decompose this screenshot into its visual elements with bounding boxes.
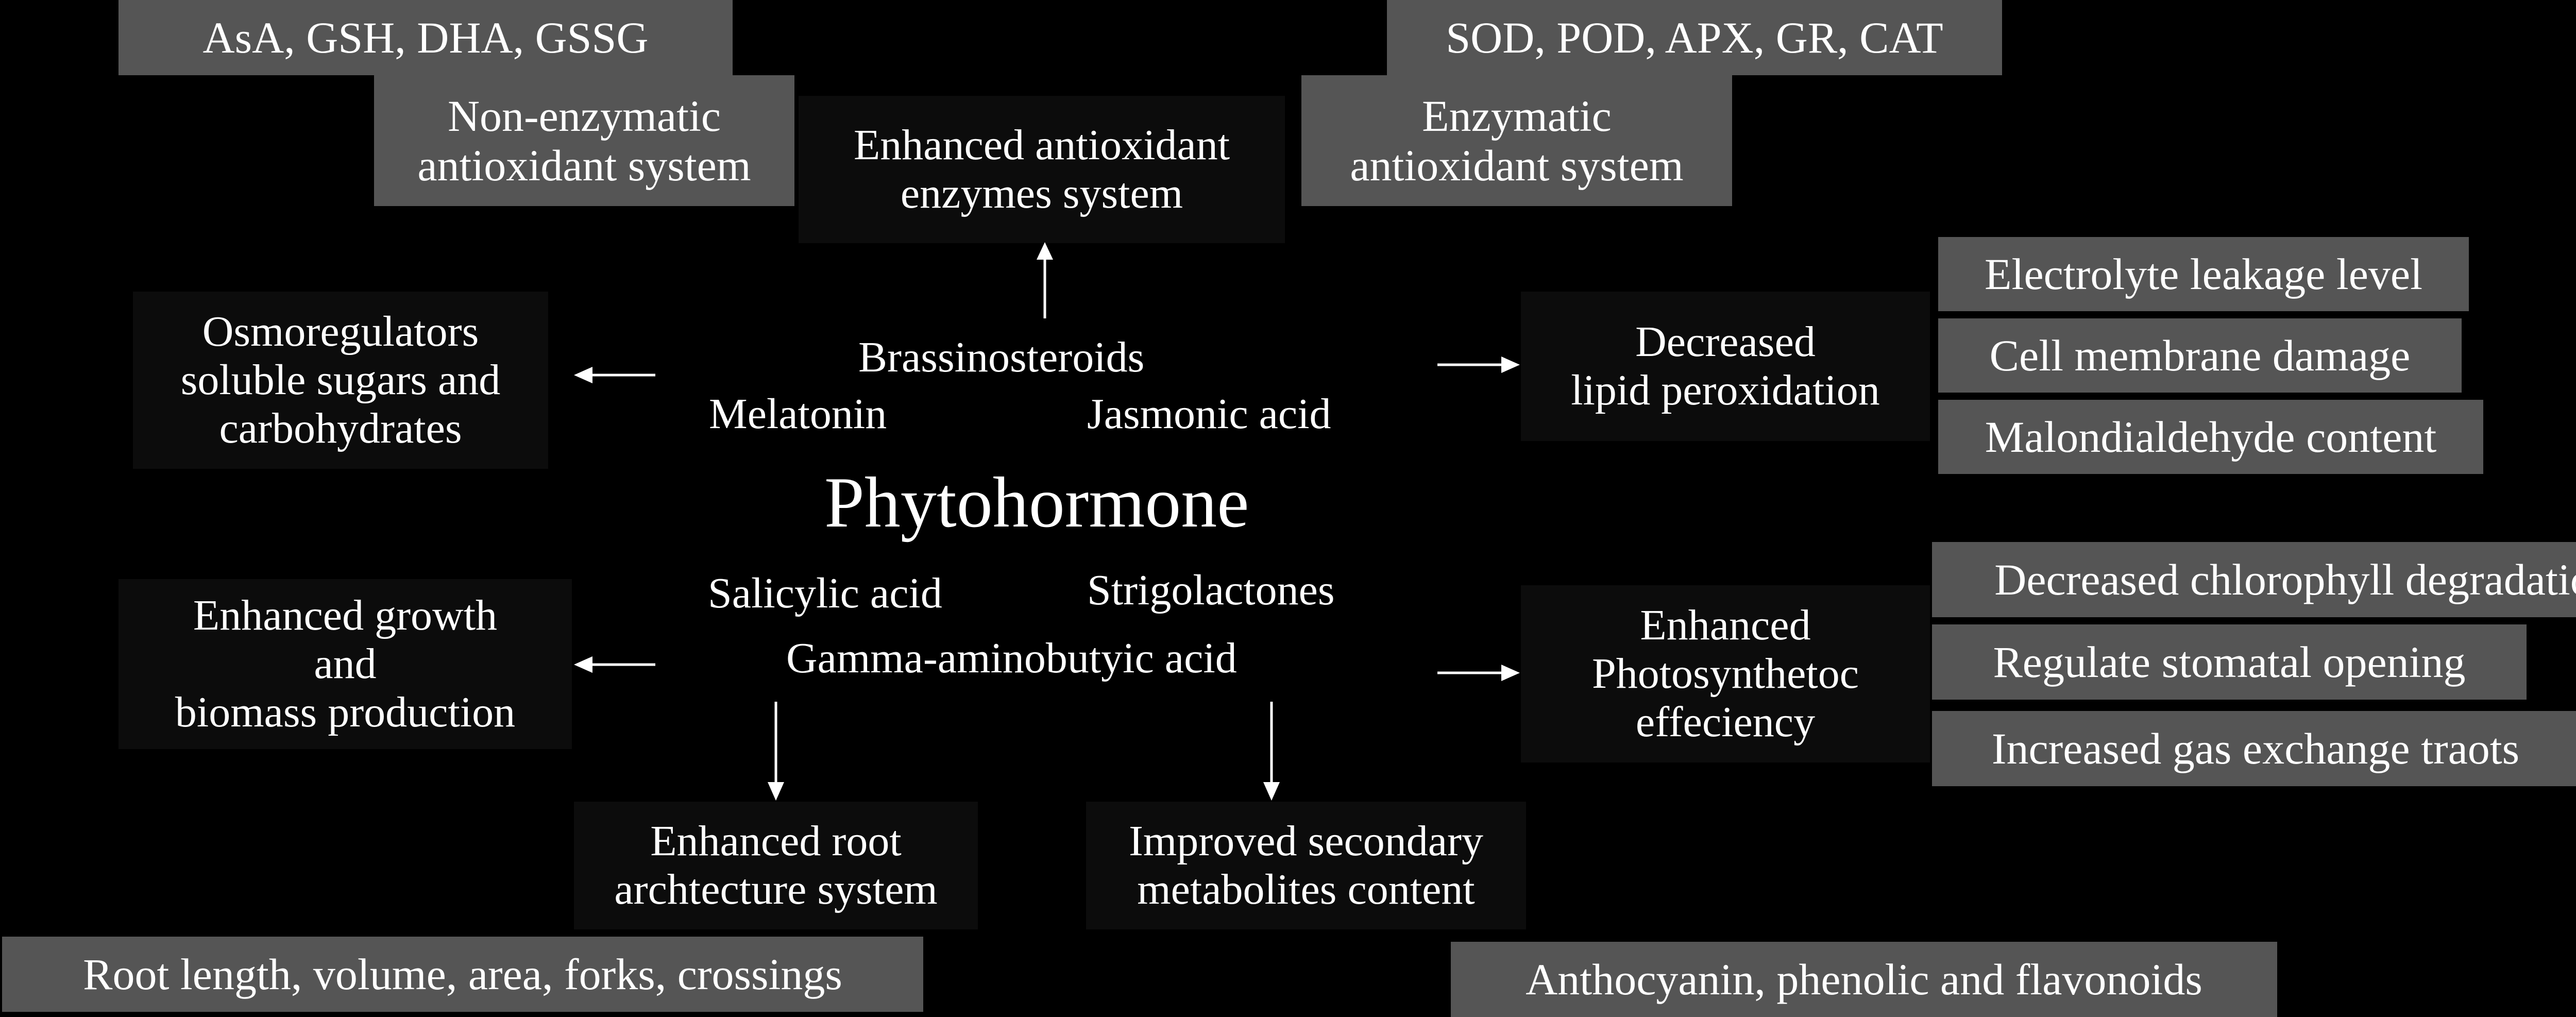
non-enzymatic-markers-box: AsA, GSH, DHA, GSSG bbox=[118, 0, 733, 75]
growth-biomass-box: Enhanced growth and biomass production bbox=[118, 579, 572, 749]
arrow-right-to-lipid-peroxidation bbox=[1437, 357, 1520, 373]
non-enzymatic-antioxidant-text: Non-enzymatic antioxidant system bbox=[417, 91, 751, 190]
chlorophyll-degradation-text: Decreased chlorophyll degradation bbox=[1994, 554, 2576, 604]
cell-membrane-damage-box: Cell membrane damage bbox=[1938, 318, 2462, 393]
arrow-left-to-osmoregulators bbox=[574, 367, 655, 383]
arrow-left-to-growth-biomass bbox=[574, 656, 655, 673]
secondary-metabolites-box: Improved secondary metabolites content bbox=[1086, 802, 1526, 929]
enzymatic-antioxidant-text: Enzymatic antioxidant system bbox=[1350, 91, 1684, 190]
arrow-right-to-photosynthetic-efficiency bbox=[1437, 665, 1520, 681]
electrolyte-leakage-text: Electrolyte leakage level bbox=[1985, 249, 2422, 299]
arrow-down-to-root-architecture bbox=[768, 702, 784, 801]
root-architecture-text: Enhanced root archtecture system bbox=[614, 817, 938, 913]
phytohormone-title: Phytohormone bbox=[824, 463, 1249, 543]
cell-membrane-damage-text: Cell membrane damage bbox=[1989, 330, 2411, 380]
anthocyanin-text: Anthocyanin, phenolic and flavonoids bbox=[1526, 954, 2202, 1004]
salicylic-acid-label: Salicylic acid bbox=[708, 569, 942, 617]
non-enzymatic-markers-text: AsA, GSH, DHA, GSSG bbox=[202, 12, 649, 62]
osmoregulators-box: Osmoregulators soluble sugars and carboh… bbox=[133, 292, 548, 469]
osmoregulators-text: Osmoregulators soluble sugars and carboh… bbox=[180, 307, 501, 453]
enzymatic-markers-text: SOD, POD, APX, GR, CAT bbox=[1446, 12, 1943, 62]
malondialdehyde-box: Malondialdehyde content bbox=[1938, 400, 2483, 474]
root-architecture-box: Enhanced root archtecture system bbox=[574, 802, 978, 929]
melatonin-label: Melatonin bbox=[709, 390, 887, 438]
antioxidant-enzymes-box: Enhanced antioxidant enzymes system bbox=[799, 96, 1285, 243]
growth-biomass-text: Enhanced growth and biomass production bbox=[175, 591, 516, 737]
arrow-down-to-secondary-metabolites bbox=[1263, 702, 1280, 801]
chlorophyll-degradation-box: Decreased chlorophyll degradation bbox=[1932, 542, 2576, 617]
anthocyanin-box: Anthocyanin, phenolic and flavonoids bbox=[1451, 942, 2277, 1017]
stomatal-opening-text: Regulate stomatal opening bbox=[1993, 637, 2466, 687]
strigolactones-label: Strigolactones bbox=[1087, 566, 1335, 614]
photosynthetic-efficiency-text: Enhanced Photosynthetoc effeciency bbox=[1592, 601, 1859, 747]
gas-exchange-box: Increased gas exchange traots bbox=[1932, 711, 2576, 786]
antioxidant-enzymes-text: Enhanced antioxidant enzymes system bbox=[853, 121, 1230, 217]
jasmonic-acid-label: Jasmonic acid bbox=[1087, 390, 1331, 438]
photosynthetic-efficiency-box: Enhanced Photosynthetoc effeciency bbox=[1521, 585, 1930, 762]
malondialdehyde-text: Malondialdehyde content bbox=[1985, 412, 2437, 462]
root-traits-text: Root length, volume, area, forks, crossi… bbox=[83, 949, 842, 999]
brassinosteroids-label: Brassinosteroids bbox=[858, 333, 1145, 381]
electrolyte-leakage-box: Electrolyte leakage level bbox=[1938, 237, 2469, 311]
gaba-label: Gamma-aminobutyic acid bbox=[786, 634, 1237, 682]
enzymatic-antioxidant-box: Enzymatic antioxidant system bbox=[1301, 75, 1732, 206]
enzymatic-markers-box: SOD, POD, APX, GR, CAT bbox=[1387, 0, 2002, 75]
non-enzymatic-antioxidant-box: Non-enzymatic antioxidant system bbox=[374, 75, 794, 206]
stomatal-opening-box: Regulate stomatal opening bbox=[1932, 624, 2527, 700]
lipid-peroxidation-box: Decreased lipid peroxidation bbox=[1521, 292, 1930, 441]
root-traits-box: Root length, volume, area, forks, crossi… bbox=[2, 937, 923, 1012]
arrow-up-to-antioxidant-enzymes bbox=[1037, 242, 1053, 318]
lipid-peroxidation-text: Decreased lipid peroxidation bbox=[1571, 317, 1880, 414]
secondary-metabolites-text: Improved secondary metabolites content bbox=[1128, 817, 1484, 913]
gas-exchange-text: Increased gas exchange traots bbox=[1991, 723, 2520, 773]
